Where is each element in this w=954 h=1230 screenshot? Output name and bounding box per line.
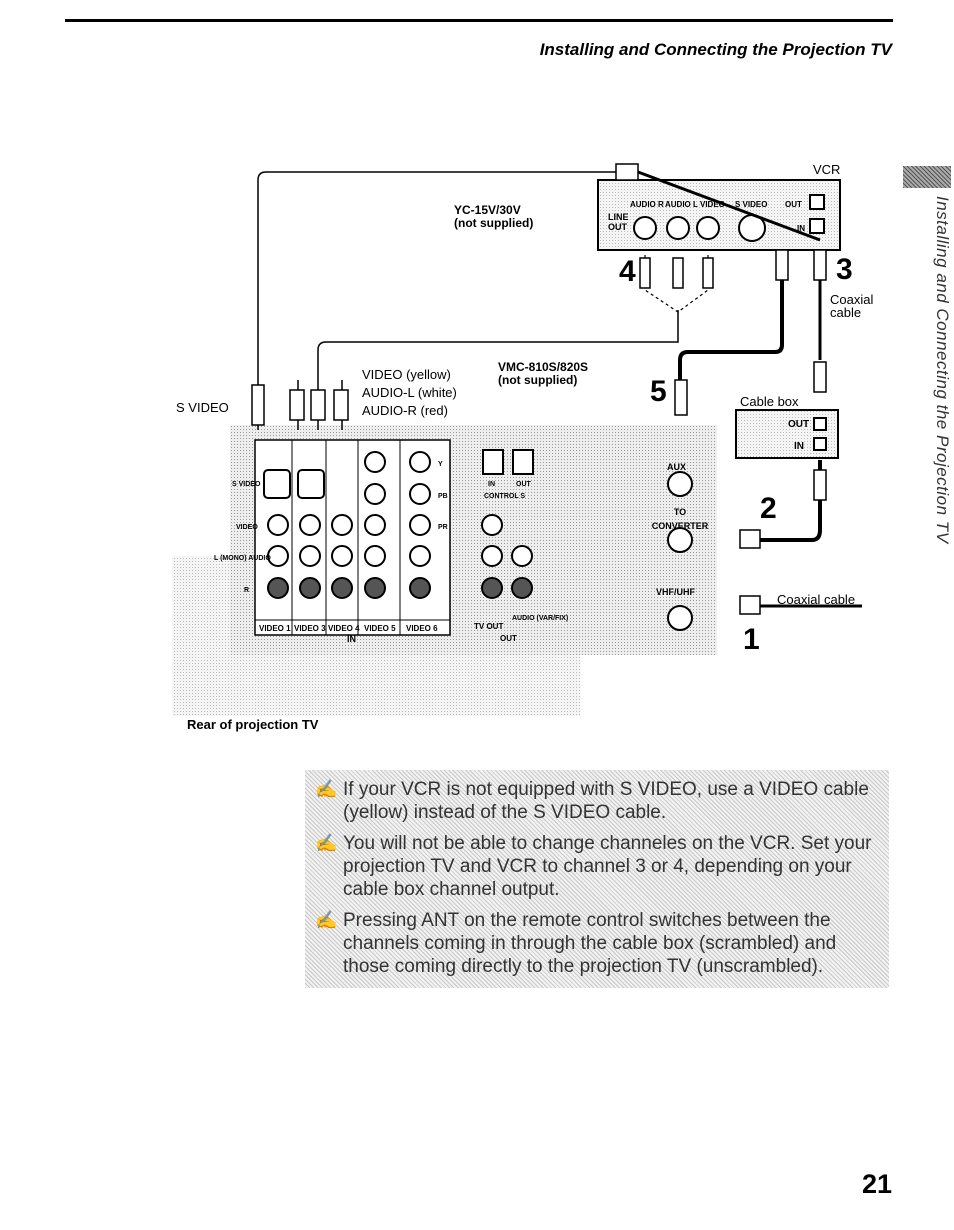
notes-box: ✍ If your VCR is not equipped with S VID… [305,770,889,988]
page-number: 21 [861,1169,892,1199]
cables [257,170,862,608]
to-converter-label: TO CONVERTER [651,507,709,531]
tv-audio-var-label: AUDIO (VAR/FIX) [512,615,569,622]
vhf-uhf-label: VHF/UHF [656,587,695,597]
side-tab-text: Installing and Connecting the Projection… [933,196,952,544]
control-out-label: OUT [516,481,531,488]
vcr-audio-r: AUDIO R [630,200,664,209]
plugs [251,163,827,615]
av-cable-model: VMC-810S/820S [498,360,589,374]
svideo-cable-note: (not supplied) [454,216,534,230]
coaxial-label: Coaxial [830,292,874,307]
vcr-line-label: LINE [608,212,629,222]
tv-row-svideo: S VIDEO [232,481,261,488]
note-text: You will not be able to change channeles… [343,833,872,900]
tv-out-label: TV OUT [474,622,504,631]
audio-l-plug-label: AUDIO-L (white) [362,385,457,400]
cable-box-out: OUT [788,419,810,430]
vcr-in: IN [797,224,805,233]
tv-row-r: R [244,587,250,594]
control-in-label: IN [488,481,495,488]
tv-row-audio: L (MONO) AUDIO [214,555,271,562]
note-text: Pressing ANT on the remote control switc… [343,910,837,977]
vcr-s-video: S VIDEO [735,200,768,209]
step-1: 1 [743,623,760,656]
vcr-audio-l: AUDIO L [665,200,698,209]
tv-in-label: IN [347,634,356,644]
coaxial-label-2: cable [830,305,862,320]
tv-input-video5: VIDEO 5 [364,624,396,633]
rear-of-tv-caption: Rear of projection TV [187,717,319,732]
tv-input-video6: VIDEO 6 [406,624,438,633]
svideo-cable-model: YC-15V/30V [454,203,521,217]
step-2: 2 [760,492,777,525]
tv-comp-pr: PR [438,524,448,531]
tv-out-sub-label: OUT [500,634,517,643]
vcr-out: OUT [785,200,802,209]
cable-box-label: Cable box [740,394,799,409]
step-5: 5 [650,375,667,408]
cable-box-in: IN [794,441,804,452]
audio-r-plug-label: AUDIO-R (red) [362,403,448,418]
tv-row-video: VIDEO [236,524,258,531]
vcr-label: VCR [813,162,841,177]
vcr-video: VIDEO [700,200,725,209]
vcr-jacks [633,194,825,242]
note-item: ✍ Pressing ANT on the remote control swi… [315,909,879,978]
tv-comp-pb: PB [438,493,448,500]
note-item: ✍ If your VCR is not equipped with S VID… [315,778,879,824]
tv-input-video3: VIDEO 3 [294,624,326,633]
side-tab-marker [903,166,951,188]
tv-input-video4: VIDEO 4 [328,624,360,633]
video-plug-label: VIDEO (yellow) [362,367,451,382]
pencil-icon: ✍ [315,779,338,799]
coaxial-cable-label: Coaxial cable [777,592,856,607]
note-text: If your VCR is not equipped with S VIDEO… [343,779,869,823]
step-4: 4 [619,255,636,288]
tv-input-video1: VIDEO 1 [259,624,291,633]
av-cable-note: (not supplied) [498,373,578,387]
s-video-label: S VIDEO [176,400,229,415]
vcr-body [597,179,841,251]
vcr-out-label: OUT [608,222,627,232]
pencil-icon: ✍ [315,833,338,853]
step-3: 3 [836,253,853,286]
aux-label: AUX [667,462,687,472]
note-item: ✍ You will not be able to change channel… [315,832,879,901]
tv-jacks [263,449,693,631]
page-header-title: Installing and Connecting the Projection… [539,40,892,59]
tv-comp-y: Y [438,461,443,468]
control-s-label: CONTROL S [484,493,526,500]
pencil-icon: ✍ [315,910,338,930]
top-rule [65,19,893,22]
